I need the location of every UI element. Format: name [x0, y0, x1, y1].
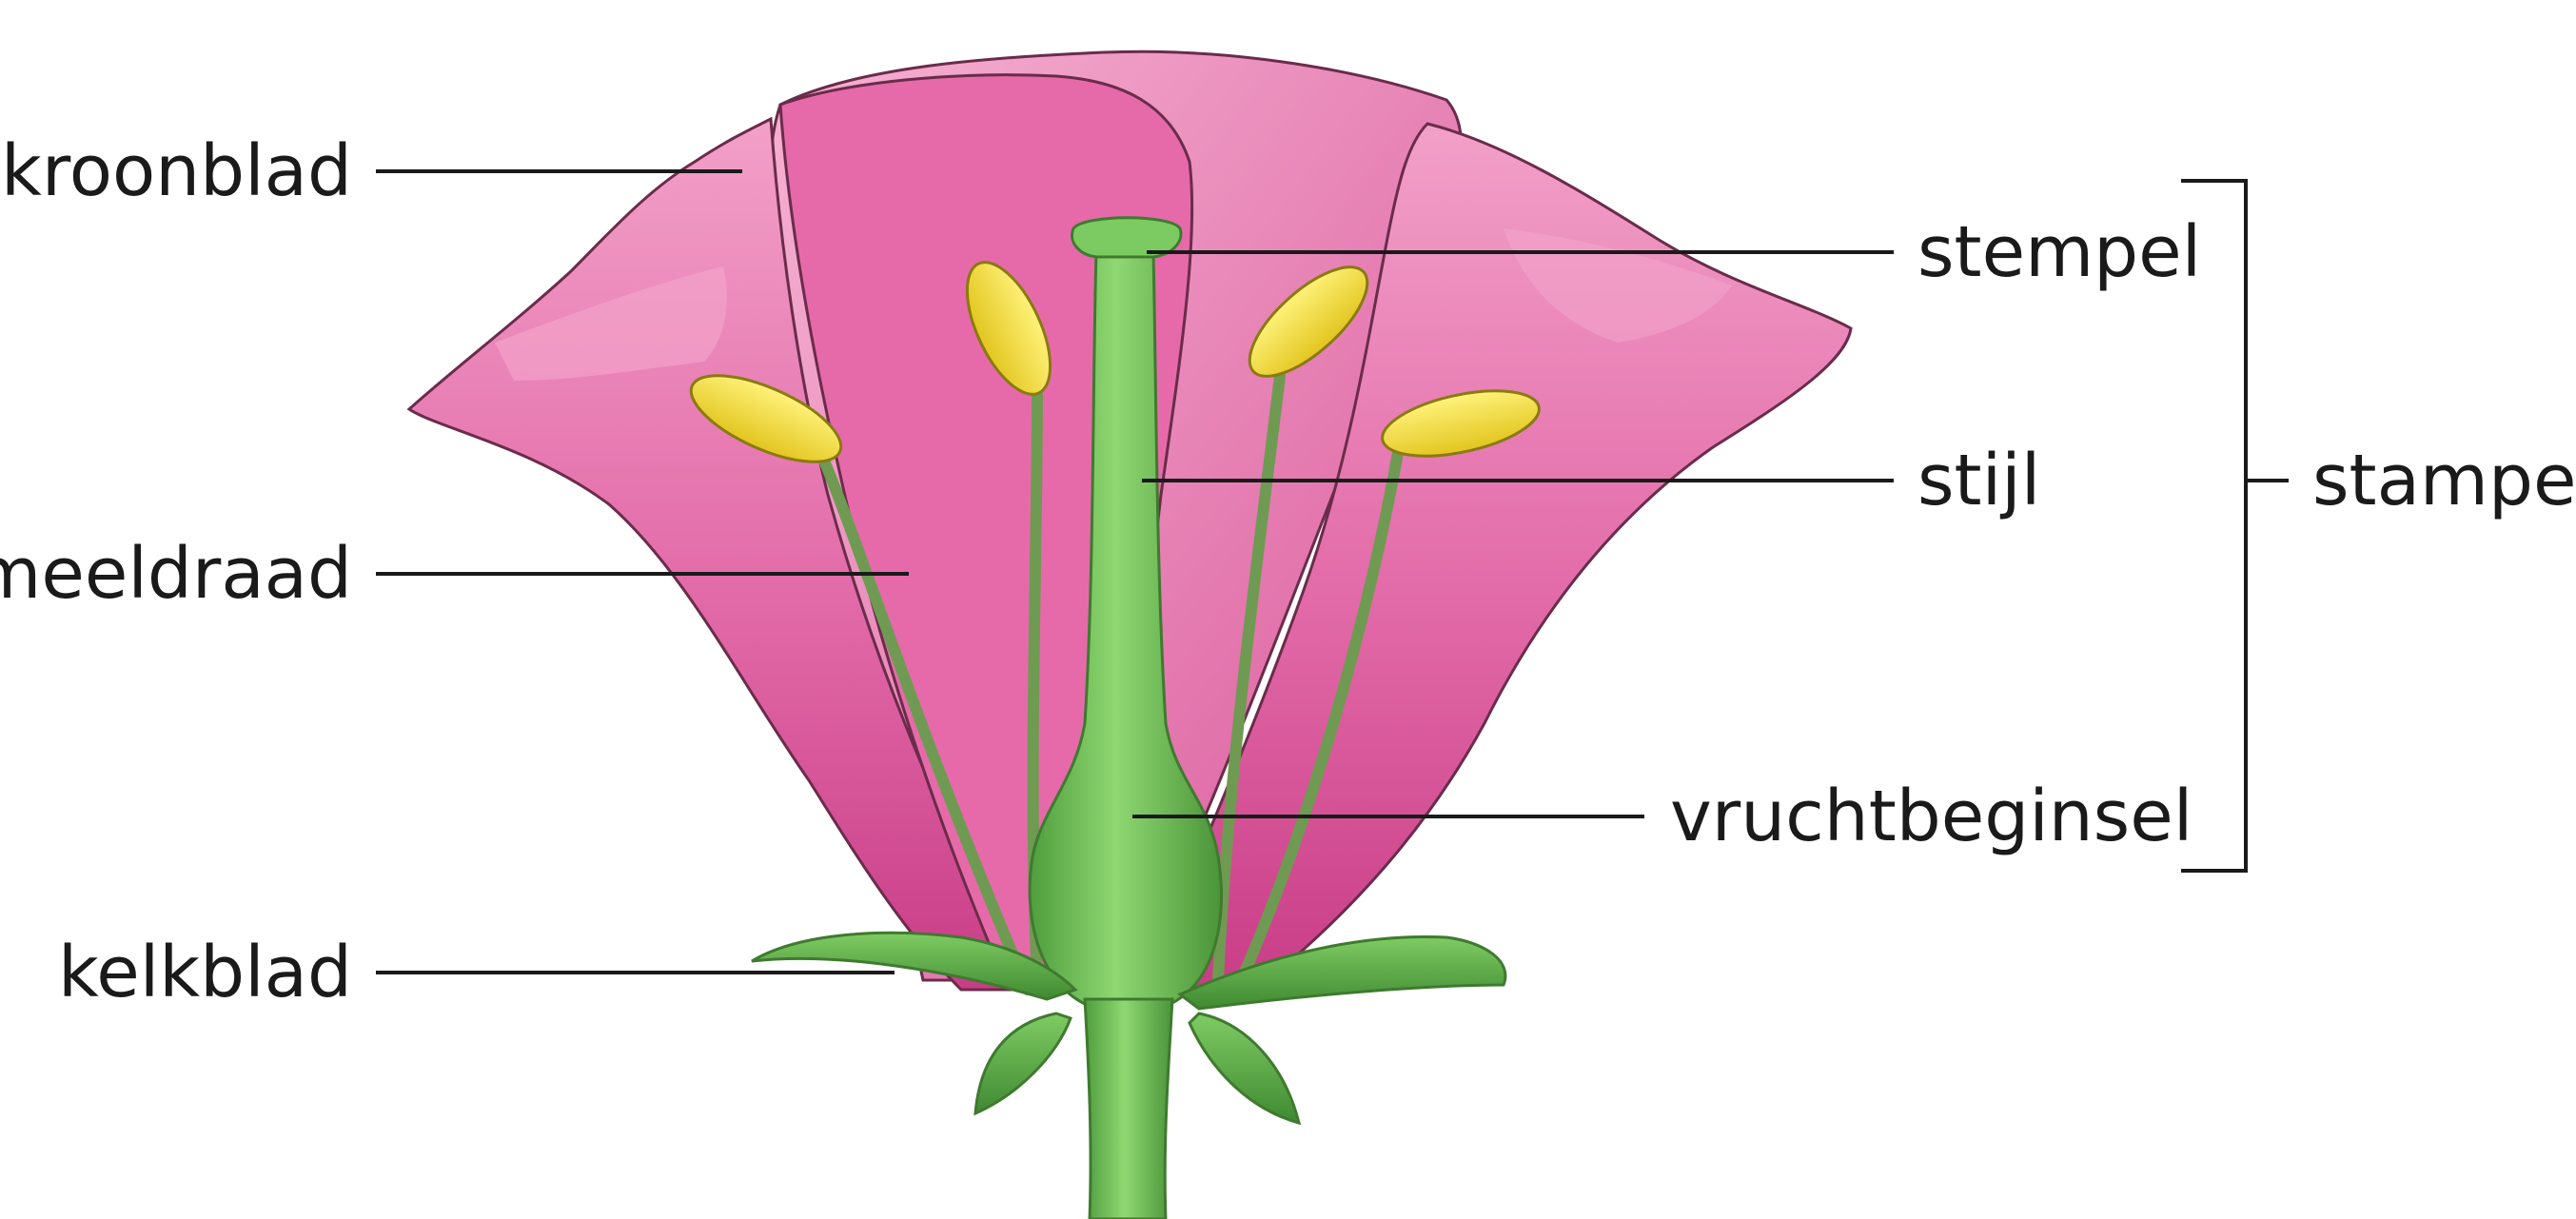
flower-illustration [409, 51, 1851, 1219]
stem [1085, 999, 1172, 1219]
label-stamper: stamper [2312, 440, 2576, 521]
label-vruchtbeginsel: vruchtbeginsel [1670, 776, 2193, 857]
sepal [975, 1013, 1071, 1113]
label-kroonblad: kroonblad [1, 130, 352, 212]
label-stempel: stempel [1917, 211, 2201, 293]
label-meeldraad: meeldraad [0, 533, 352, 615]
sepal [1190, 1013, 1299, 1123]
label-kelkblad: kelkblad [58, 932, 352, 1013]
label-stijl: stijl [1917, 440, 2040, 521]
